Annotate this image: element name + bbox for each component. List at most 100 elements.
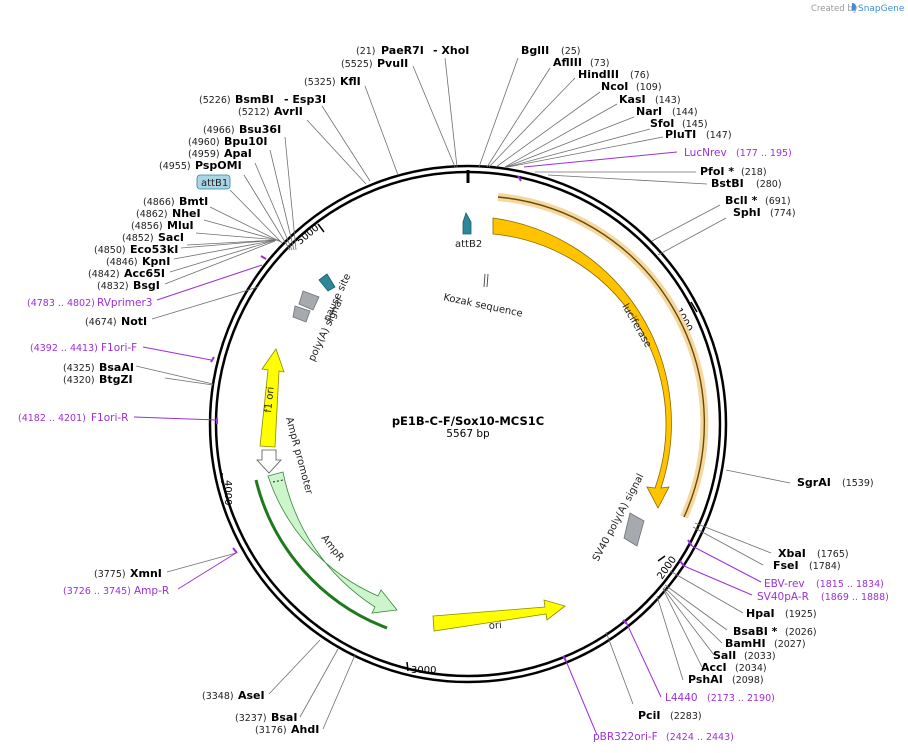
site-xmni[interactable]: (3775) XmnI: [94, 567, 162, 580]
pause-box[interactable]: [298, 290, 320, 311]
site-hindiii[interactable]: HindIII (76): [578, 68, 650, 81]
site-bsmbi[interactable]: (5226) BsmBI - Esp3I: [199, 93, 326, 106]
primer-l4440[interactable]: L4440 (2173 .. 2190): [665, 692, 775, 704]
site-bpu10i[interactable]: (4960) Bpu10I: [188, 135, 268, 148]
primer-pbr322ori-f[interactable]: pBR322ori-F (2424 .. 2443): [593, 731, 734, 743]
site-pcii[interactable]: PciI (2283): [638, 709, 702, 722]
site-paer7i[interactable]: (21) PaeR7I - XhoI: [356, 44, 469, 57]
svg-text:(3726 .. 3745): (3726 .. 3745): [63, 586, 131, 597]
site-bamhi[interactable]: BamHI (2027): [725, 637, 806, 650]
site-acc65i[interactable]: (4842) Acc65I: [88, 267, 165, 280]
site-pfoi[interactable]: PfoI * (218): [700, 165, 767, 178]
svg-text:FseI: FseI: [773, 559, 799, 572]
site-eco53ki[interactable]: (4850) Eco53kI: [94, 243, 178, 256]
svg-text:(2283): (2283): [670, 711, 702, 722]
site-btgzi[interactable]: (4320) BtgZI: [63, 373, 133, 386]
svg-text:PfoI *: PfoI *: [700, 165, 734, 178]
site-kfli[interactable]: (5325) KflI: [304, 75, 361, 88]
site-apai[interactable]: (4959) ApaI: [188, 147, 252, 160]
svg-text:XbaI: XbaI: [778, 547, 806, 560]
site-nhei[interactable]: (4862) NheI: [136, 207, 201, 220]
site-nari[interactable]: NarI (144): [636, 105, 698, 118]
site-kasi[interactable]: KasI (143): [619, 93, 681, 106]
svg-text:(4850): (4850): [94, 245, 126, 256]
site-acci[interactable]: AccI (2034): [701, 661, 767, 674]
site-bglii[interactable]: BglII (25): [521, 44, 581, 57]
svg-text:Amp-R: Amp-R: [134, 585, 169, 597]
ori-arrow[interactable]: [432, 599, 566, 632]
primer-amp-r[interactable]: (3726 .. 3745) Amp-R: [63, 585, 169, 597]
sv40-polya-box[interactable]: [623, 512, 645, 547]
svg-text:PvuII: PvuII: [377, 57, 408, 70]
svg-text:Eco53kI: Eco53kI: [130, 243, 178, 256]
attb1-badge[interactable]: [196, 174, 231, 190]
site-pshai[interactable]: PshAI (2098): [688, 673, 764, 686]
site-sgrai[interactable]: SgrAI (1539): [797, 476, 874, 489]
ampr-promoter-arrow[interactable]: [256, 449, 282, 474]
tick-marks: [221, 170, 698, 672]
site-xbai[interactable]: XbaI (1765): [778, 547, 849, 560]
site-sphi[interactable]: SphI (774): [733, 206, 796, 219]
site-noti[interactable]: (4674) NotI: [85, 315, 147, 328]
primer-sv40pa-r[interactable]: SV40pA-R (1869 .. 1888): [757, 591, 889, 603]
site-bmti[interactable]: (4866) BmtI: [143, 195, 208, 208]
svg-text:BsmBI: BsmBI: [235, 93, 274, 106]
site-bsabi[interactable]: BsaBI * (2026): [733, 625, 817, 638]
polya-box[interactable]: [292, 305, 311, 323]
site-psppomi[interactable]: (4955) PspOMI: [159, 159, 242, 172]
svg-text:BclI *: BclI *: [725, 194, 758, 207]
primer-ebv-rev[interactable]: EBV-rev (1815 .. 1834): [764, 578, 884, 590]
site-hpai[interactable]: HpaI (1925): [746, 607, 817, 620]
svg-text:(2026): (2026): [785, 627, 817, 638]
primer-f1ori-r[interactable]: (4182 .. 4201) F1ori-R: [18, 412, 128, 424]
svg-text:PluTI: PluTI: [665, 128, 696, 141]
site-bsai[interactable]: (3237) BsaI: [235, 711, 297, 724]
primer-f1ori-f[interactable]: (4392 .. 4413) F1ori-F: [30, 342, 137, 354]
ampr-arrow[interactable]: [267, 471, 398, 614]
attb1-marker[interactable]: [318, 273, 336, 292]
luciferase-arrow[interactable]: [492, 217, 672, 509]
svg-text:BtgZI: BtgZI: [99, 373, 133, 386]
site-ncoi[interactable]: NcoI (109): [601, 80, 662, 93]
site-fsei[interactable]: FseI (1784): [773, 559, 841, 572]
svg-text:(5525): (5525): [341, 59, 373, 70]
svg-text:- XhoI: - XhoI: [433, 44, 469, 57]
f1ori-arrow[interactable]: [259, 348, 285, 448]
site-sali[interactable]: SalI (2033): [713, 649, 776, 662]
site-pvuii[interactable]: (5525) PvuII: [341, 57, 408, 70]
primer-lucnrev[interactable]: LucNrev (177 .. 195): [684, 147, 792, 159]
plasmid-size: 5567 bp: [446, 428, 490, 440]
kozak-mark-2: [486, 273, 489, 288]
site-afliii[interactable]: AflIII (73): [553, 56, 610, 69]
site-pluti[interactable]: PluTI (147): [665, 128, 732, 141]
site-avrii[interactable]: (5212) AvrII: [238, 105, 303, 118]
svg-text:(4862): (4862): [136, 209, 168, 220]
svg-text:(691): (691): [765, 196, 791, 207]
site-bsaai[interactable]: (4325) BsaAI: [63, 361, 134, 374]
site-asei[interactable]: (3348) AseI: [202, 689, 265, 702]
svg-text:NotI: NotI: [121, 315, 147, 328]
svg-text:HindIII: HindIII: [578, 68, 619, 81]
svg-text:KflI: KflI: [340, 75, 361, 88]
site-bsu36i[interactable]: (4966) Bsu36I: [203, 123, 281, 136]
site-ahdi[interactable]: (3176) AhdI: [255, 723, 319, 736]
site-mlui[interactable]: (4856) MluI: [131, 219, 194, 232]
svg-text:(177 .. 195): (177 .. 195): [736, 148, 792, 159]
svg-text:(5325): (5325): [304, 77, 336, 88]
site-sfoi[interactable]: SfoI (145): [650, 117, 708, 130]
svg-text:AseI: AseI: [238, 689, 265, 702]
primer-rvprimer3[interactable]: (4783 .. 4802) RVprimer3: [27, 297, 153, 309]
site-bstbi[interactable]: BstBI (280): [711, 177, 782, 190]
site-bsgi[interactable]: (4832) BsgI: [97, 279, 160, 292]
svg-text:(143): (143): [655, 95, 681, 106]
site-saci[interactable]: (4852) SacI: [122, 231, 184, 244]
site-bcli[interactable]: BclI * (691): [725, 194, 791, 207]
svg-text:Bsu36I: Bsu36I: [239, 123, 281, 136]
ori-label: ori: [488, 620, 502, 632]
svg-text:NcoI: NcoI: [601, 80, 628, 93]
site-kpni[interactable]: (4846) KpnI: [106, 255, 170, 268]
tick-3000: [406, 661, 409, 672]
attb2-marker[interactable]: [462, 212, 472, 235]
svg-text:AvrII: AvrII: [274, 105, 303, 118]
svg-text:XmnI: XmnI: [130, 567, 162, 580]
